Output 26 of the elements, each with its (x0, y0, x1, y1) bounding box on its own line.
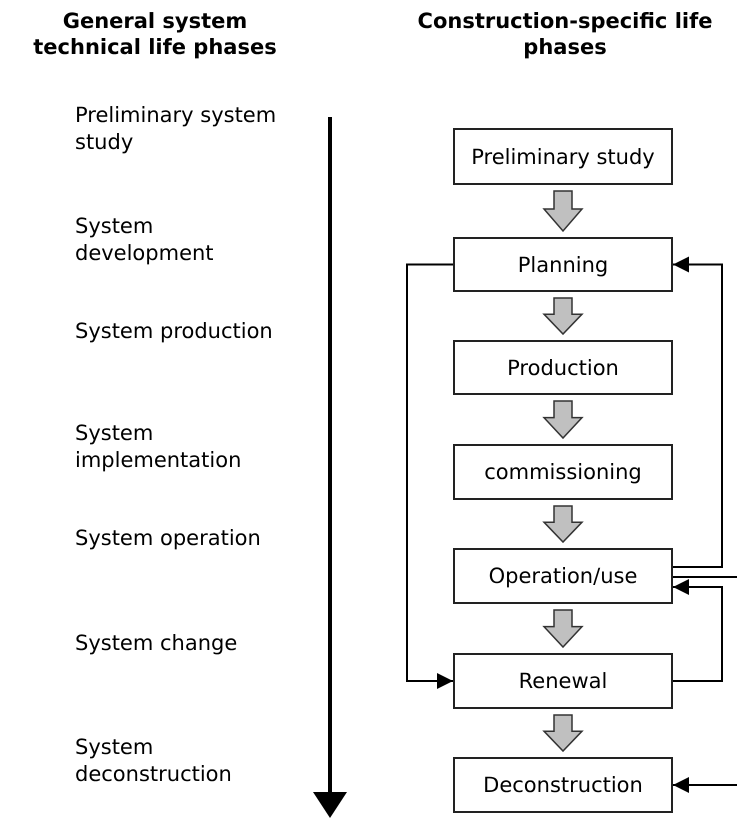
column-heading: General system technical life phases (32, 8, 278, 60)
arrow (406, 264, 453, 689)
phase-label: System production (75, 318, 274, 345)
column-heading: Construction-specific life phases (416, 8, 714, 60)
arrow (673, 579, 723, 682)
arrow (673, 256, 723, 568)
phase-label: System operation (75, 525, 262, 552)
phase-box: Renewal (453, 653, 673, 709)
block-arrow (542, 609, 584, 648)
phase-label: System change (75, 630, 238, 657)
phase-box: Preliminary study (453, 128, 673, 185)
block-arrow (542, 505, 584, 544)
phase-box: Planning (453, 237, 673, 292)
phase-label: System implementation (75, 420, 242, 474)
arrow (673, 777, 737, 793)
block-arrow (542, 714, 584, 752)
phase-box: Deconstruction (453, 757, 673, 813)
block-arrow (542, 297, 584, 336)
phase-label: Preliminary system study (75, 102, 278, 156)
block-arrow (542, 190, 584, 232)
phase-box: commissioning (453, 444, 673, 500)
phase-label: System deconstruction (75, 734, 233, 788)
phase-box: Production (453, 340, 673, 395)
phase-label: System development (75, 213, 215, 267)
phase-box: Operation/use (453, 548, 673, 604)
block-arrow (542, 400, 584, 440)
